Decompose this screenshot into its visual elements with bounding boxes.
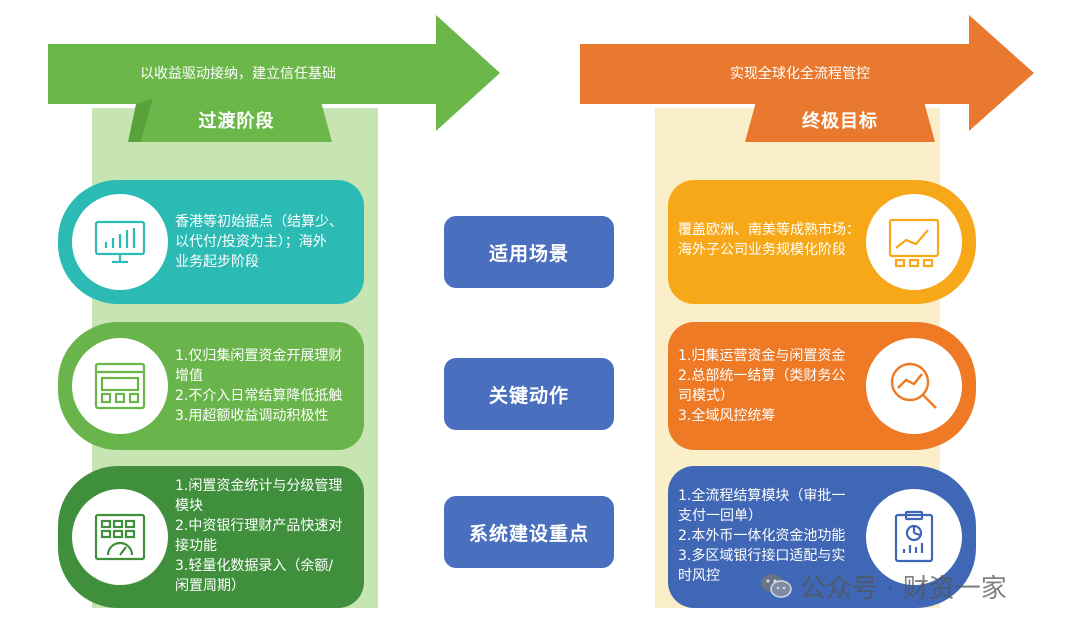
card-line: 1.全流程结算模块（审批一 [678,488,846,504]
calculator-gauge-icon [72,489,168,585]
right-stage-arrow [580,15,1034,142]
left-stage-arrow [48,15,500,142]
card-line: 3.多区域银行接口适配与实 [678,548,846,564]
left-stage-title: 过渡阶段 [198,111,275,132]
card-line: 2.中资银行理财产品快速对 [175,518,343,534]
watermark-text: 公众号 · 财资一家 [800,573,1007,604]
magnifier-chart-icon [866,338,962,434]
card-line: 模块 [175,498,203,514]
card-line: 香港等初始据点（结算少、 [175,214,343,230]
clipboard-pie-chart-icon [866,489,962,585]
card-line: 司模式） [678,388,734,404]
label-system-focus: 系统建设重点 [444,496,614,568]
card-line: 3.全域风控统筹 [678,408,776,424]
card-line: 1.归集运营资金与闲置资金 [678,348,846,364]
right-banner-text: 实现全球化全流程管控 [730,66,870,82]
label-applicable-scenario: 适用场景 [444,216,614,288]
right-card-scenario: 覆盖欧洲、南美等成熟市场： 海外子公司业务规模化阶段 [668,180,976,304]
card-line: 以代付/投资为主）；海外 [175,234,327,250]
card-line: 支付一回单） [678,508,762,524]
card-line: 覆盖欧洲、南美等成熟市场： [678,222,860,238]
left-card-scenario: 香港等初始据点（结算少、 以代付/投资为主）；海外 业务起步阶段 [58,180,364,304]
right-card-system: 1.全流程结算模块（审批一 支付一回单） 2.本外币一体化资金池功能 3.多区域… [668,466,976,608]
wechat-watermark: 公众号 · 财资一家 [758,566,1007,606]
card-line: 海外子公司业务规模化阶段 [678,242,846,258]
card-line: 2.总部统一结算（类财务公 [678,368,846,384]
card-line: 业务起步阶段 [175,254,259,270]
card-line: 3.用超额收益调动积极性 [175,408,329,424]
left-card-system: 1.闲置资金统计与分级管理 模块 2.中资银行理财产品快速对 接功能 3.轻量化… [58,466,364,608]
card-line: 1.闲置资金统计与分级管理 [175,478,343,494]
card-line: 3.轻量化数据录入（余额/ [175,558,334,574]
card-line: 时风控 [678,568,720,584]
right-stage-title: 终极目标 [802,111,878,132]
card-line: 接功能 [175,538,217,554]
wechat-icon [761,574,792,598]
left-card-actions: 1.仅归集闲置资金开展理财 增值 2.不介入日常结算降低抵触 3.用超额收益调动… [58,322,364,450]
card-line: 增值 [175,368,203,384]
label-key-actions: 关键动作 [444,358,614,430]
card-line: 2.本外币一体化资金池功能 [678,528,846,544]
dashboard-line-chart-icon [866,194,962,290]
card-line: 闲置周期） [175,578,245,594]
card-line: 2.不介入日常结算降低抵触 [175,388,343,404]
card-line: 1.仅归集闲置资金开展理财 [175,348,343,364]
monitor-bar-chart-icon [72,194,168,290]
left-banner-text: 以收益驱动接纳，建立信任基础 [140,66,336,82]
right-card-actions: 1.归集运营资金与闲置资金 2.总部统一结算（类财务公 司模式） 3.全域风控统… [668,322,976,450]
browser-window-icon [72,338,168,434]
